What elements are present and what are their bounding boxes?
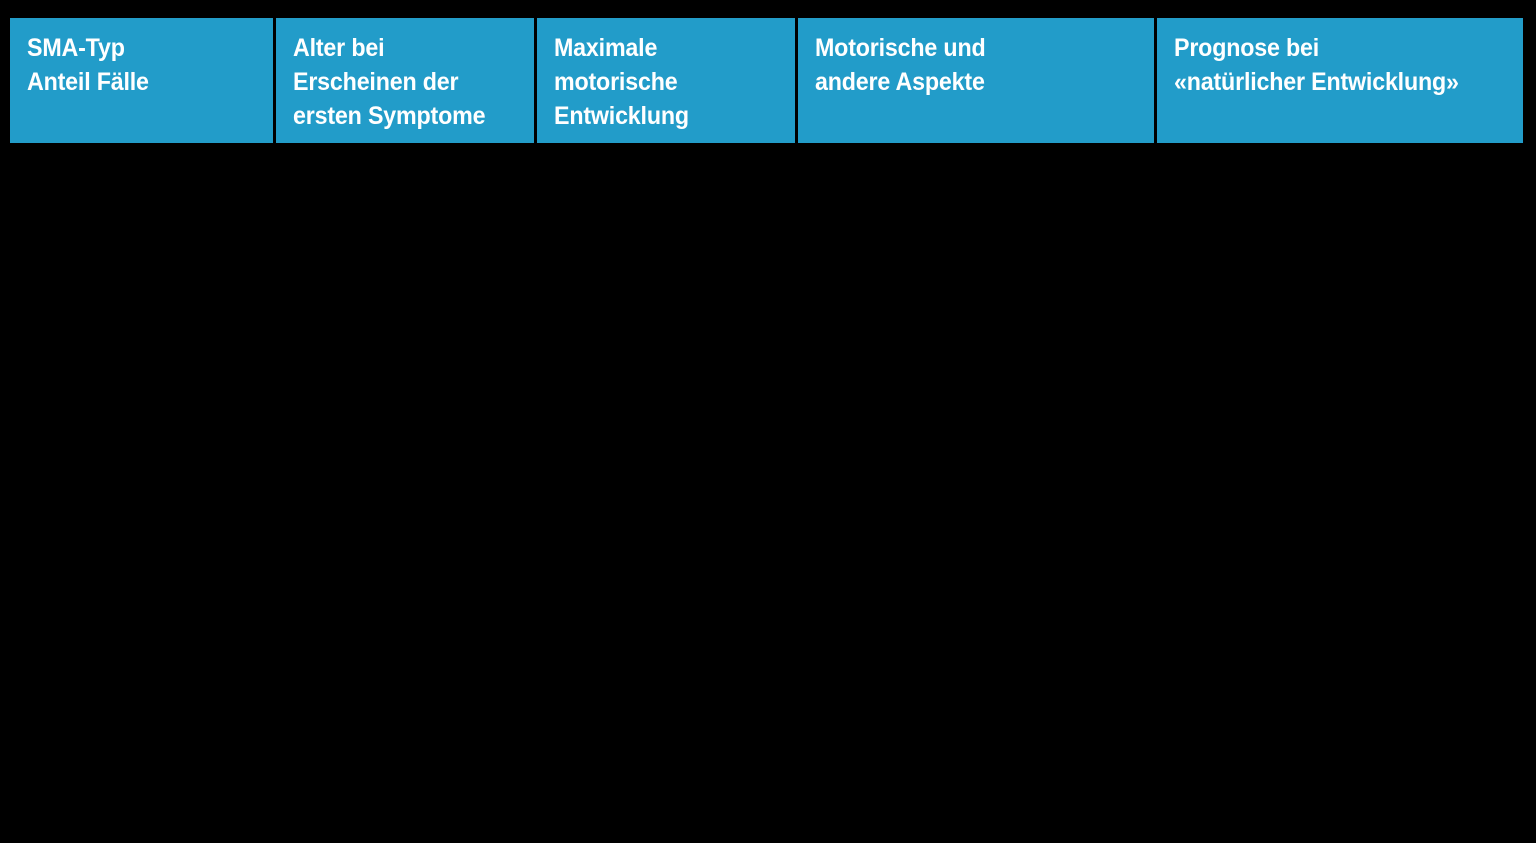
column-header-line: andere Aspekte — [814, 68, 985, 96]
column-header-line: Maximale — [553, 34, 658, 62]
column-header-sma-typ[interactable]: SMA-Typ Anteil Fälle — [10, 18, 273, 143]
column-header-line: Anteil Fälle — [27, 68, 149, 96]
column-header-line: Erscheinen der — [292, 68, 459, 96]
column-header-line: ersten Symptome — [292, 102, 486, 130]
column-header-prognose[interactable]: Prognose bei «natürlicher Entwicklung» — [1157, 18, 1523, 143]
column-header-line: Entwicklung — [553, 102, 689, 130]
column-header-motorische-und-andere-aspekte[interactable]: Motorische und andere Aspekte — [797, 18, 1155, 143]
column-header-line: «natürlicher Entwicklung» — [1174, 68, 1460, 96]
table-header-row: SMA-Typ Anteil Fälle Alter bei Erscheine… — [10, 18, 1523, 143]
column-header-line: Alter bei — [292, 34, 385, 62]
column-header-line: motorische — [553, 68, 678, 96]
table-body-empty — [20, 161, 1533, 843]
sma-overview-table: SMA-Typ Anteil Fälle Alter bei Erscheine… — [10, 18, 1533, 843]
column-header-line: Motorische und — [814, 34, 986, 62]
column-header-line: SMA-Typ — [27, 34, 125, 62]
column-header-maximale-motorische-entwicklung[interactable]: Maximale motorische Entwicklung — [536, 18, 795, 143]
column-header-alter-bei-erscheinen[interactable]: Alter bei Erscheinen der ersten Symptome — [275, 18, 534, 143]
column-header-line: Prognose bei — [1174, 34, 1320, 62]
page-root: SMA-Typ Anteil Fälle Alter bei Erscheine… — [10, 18, 1533, 843]
